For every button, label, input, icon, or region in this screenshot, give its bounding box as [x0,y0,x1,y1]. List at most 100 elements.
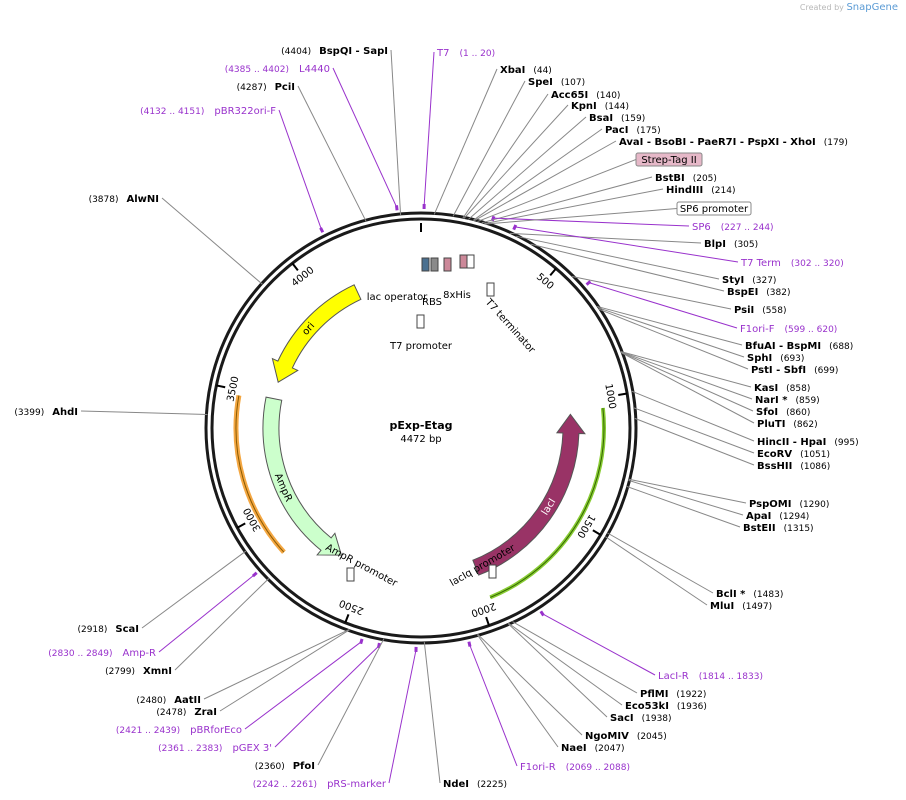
leader-line [423,641,441,784]
enzyme-label[interactable]: BclI *(1483) [716,589,783,600]
enzyme-label[interactable]: (2480)AatII [136,695,201,706]
leader-line [477,633,583,736]
boxed-feature-label: SP6 promoter [680,204,749,215]
primer-label[interactable]: SP6(227 .. 244) [692,222,774,233]
feature-arrow-ori[interactable] [271,284,362,383]
primer-label[interactable]: F1ori-R(2069 .. 2088) [520,762,630,773]
feature-annotation: T7 promoter [389,341,453,352]
leader-line [203,629,350,700]
snapgene-brand: SnapGene [846,2,898,13]
enzyme-label[interactable]: (2918)ScaI [77,624,139,635]
feature-leader [477,159,637,223]
enzyme-label[interactable]: BlpI(305) [704,239,758,250]
enzyme-label[interactable]: BstEII(1315) [743,523,814,534]
enzyme-label[interactable]: PluTI(862) [757,419,818,430]
scale-tick [344,614,350,624]
feature-leader [485,208,678,225]
primer-leader [332,67,398,208]
enzyme-label[interactable]: SacI(1938) [610,713,672,724]
enzyme-label[interactable]: Eco53kI(1936) [625,701,707,712]
enzyme-label[interactable]: (4404)BspQI - SapI [281,46,388,57]
scale-label: 500 [534,271,556,292]
primer-label[interactable]: T7 Term(302 .. 320) [740,258,844,269]
enzyme-label[interactable]: PacI(175) [605,125,661,136]
primer-label[interactable]: (2830 .. 2849)Amp-R [48,648,156,659]
enzyme-label[interactable]: AvaI - BsoBI - PaeR7I - PspXI - XhoI(179… [619,137,848,148]
feature-annotation: lac operator [367,292,428,303]
ring-marker [585,280,592,286]
enzyme-label[interactable]: (4287)PciI [237,82,295,93]
enzyme-label[interactable]: (3878)AlwNI [89,194,159,205]
primer-label[interactable]: (2361 .. 2383)pGEX 3' [158,743,272,754]
backbone-inner-ring [210,217,632,639]
leader-line [572,275,732,310]
feature-arrow-ampr[interactable] [262,396,343,556]
enzyme-label[interactable]: (3399)AhdI [14,407,78,418]
leader-line [631,390,755,442]
enzyme-label[interactable]: KpnI(144) [571,101,629,112]
enzyme-label[interactable]: HindIII(214) [666,185,735,196]
leader-line [605,536,708,606]
primer-label[interactable]: T7(1 .. 20) [436,48,495,59]
backbone-outer-ring [204,211,638,645]
enzyme-label[interactable]: SpeI(107) [528,77,585,88]
enzyme-label[interactable]: HincII - HpaI(995) [757,437,859,448]
primer-leader [423,51,435,207]
leader-line [621,352,755,424]
primer-label[interactable]: F1ori-F(599 .. 620) [740,324,837,335]
leader-line [481,176,653,224]
primer-label[interactable]: LacI-R(1814 .. 1833) [658,671,763,682]
enzyme-label[interactable]: (2799)XmnI [105,666,172,677]
enzyme-label[interactable]: KasI(858) [754,383,810,394]
leader-line [620,351,752,388]
enzyme-label[interactable]: PflMI(1922) [640,689,706,700]
boxed-feature-label: Strep-Tag II [641,155,696,166]
leader-line [474,140,617,222]
snapgene-credit: Created by SnapGene [800,2,898,13]
plasmid-name: pExp-Etag [390,419,453,432]
enzyme-label[interactable]: BssHII(1086) [757,461,830,472]
boxed-feature[interactable] [676,201,752,216]
primer-label[interactable]: (4385 .. 4402)L4440 [225,64,330,75]
scale-tick [485,616,490,626]
enzyme-label[interactable]: SfoI(860) [756,407,810,418]
leader-line [597,307,745,358]
enzyme-label[interactable]: (2478)ZraI [156,707,217,718]
primer-label[interactable]: (2242 .. 2261)pRS-marker [253,779,387,790]
enzyme-label[interactable]: NaeI(2047) [561,743,625,754]
enzyme-label[interactable]: EcoRV(1051) [757,449,830,460]
feature-arrow-laci[interactable] [472,413,586,576]
enzyme-label[interactable]: SphI(693) [747,353,804,364]
scale-tick [618,392,628,396]
primer-label[interactable]: (2421 .. 2439)pBRforEco [116,725,242,736]
enzyme-label[interactable]: NdeI(2225) [443,779,507,790]
enzyme-label[interactable]: NgoMIV(2045) [585,731,667,742]
leader-line [468,116,587,220]
enzyme-label[interactable]: BsaI(159) [589,113,645,124]
leader-line [530,243,725,292]
primer-label[interactable]: (4132 .. 4151)pBR322ori-F [140,106,276,117]
enzyme-label[interactable]: ApaI(1294) [746,511,809,522]
enzyme-label[interactable]: BfuAI - BspMI(688) [745,341,853,352]
leader-line [484,188,664,225]
enzyme-label[interactable]: MluI(1497) [710,601,772,612]
primer-leader [588,282,738,329]
primer-leader [158,574,255,653]
enzyme-label[interactable]: (2360)PfoI [255,761,315,772]
enzyme-label[interactable]: PspOMI(1290) [749,499,829,510]
ring-marker [359,638,364,645]
enzyme-label[interactable]: StyI(327) [722,275,776,286]
scale-label: 4000 [290,265,317,289]
credit-prefix: Created by [799,3,844,12]
ring-marker [376,642,381,649]
boxed-feature[interactable] [635,152,703,167]
feature-annotation: lacIq promoter [448,542,518,589]
enzyme-label[interactable]: BspEI(382) [727,287,791,298]
enzyme-label[interactable]: XbaI(44) [500,65,552,76]
enzyme-label[interactable]: Acc65I(140) [551,90,620,101]
enzyme-label[interactable]: BstBI(205) [655,173,717,184]
enzyme-label[interactable]: NarI *(859) [755,395,820,406]
enzyme-label[interactable]: PsiI(558) [734,305,786,316]
enzyme-label[interactable]: PstI - SbfI(699) [751,365,838,376]
